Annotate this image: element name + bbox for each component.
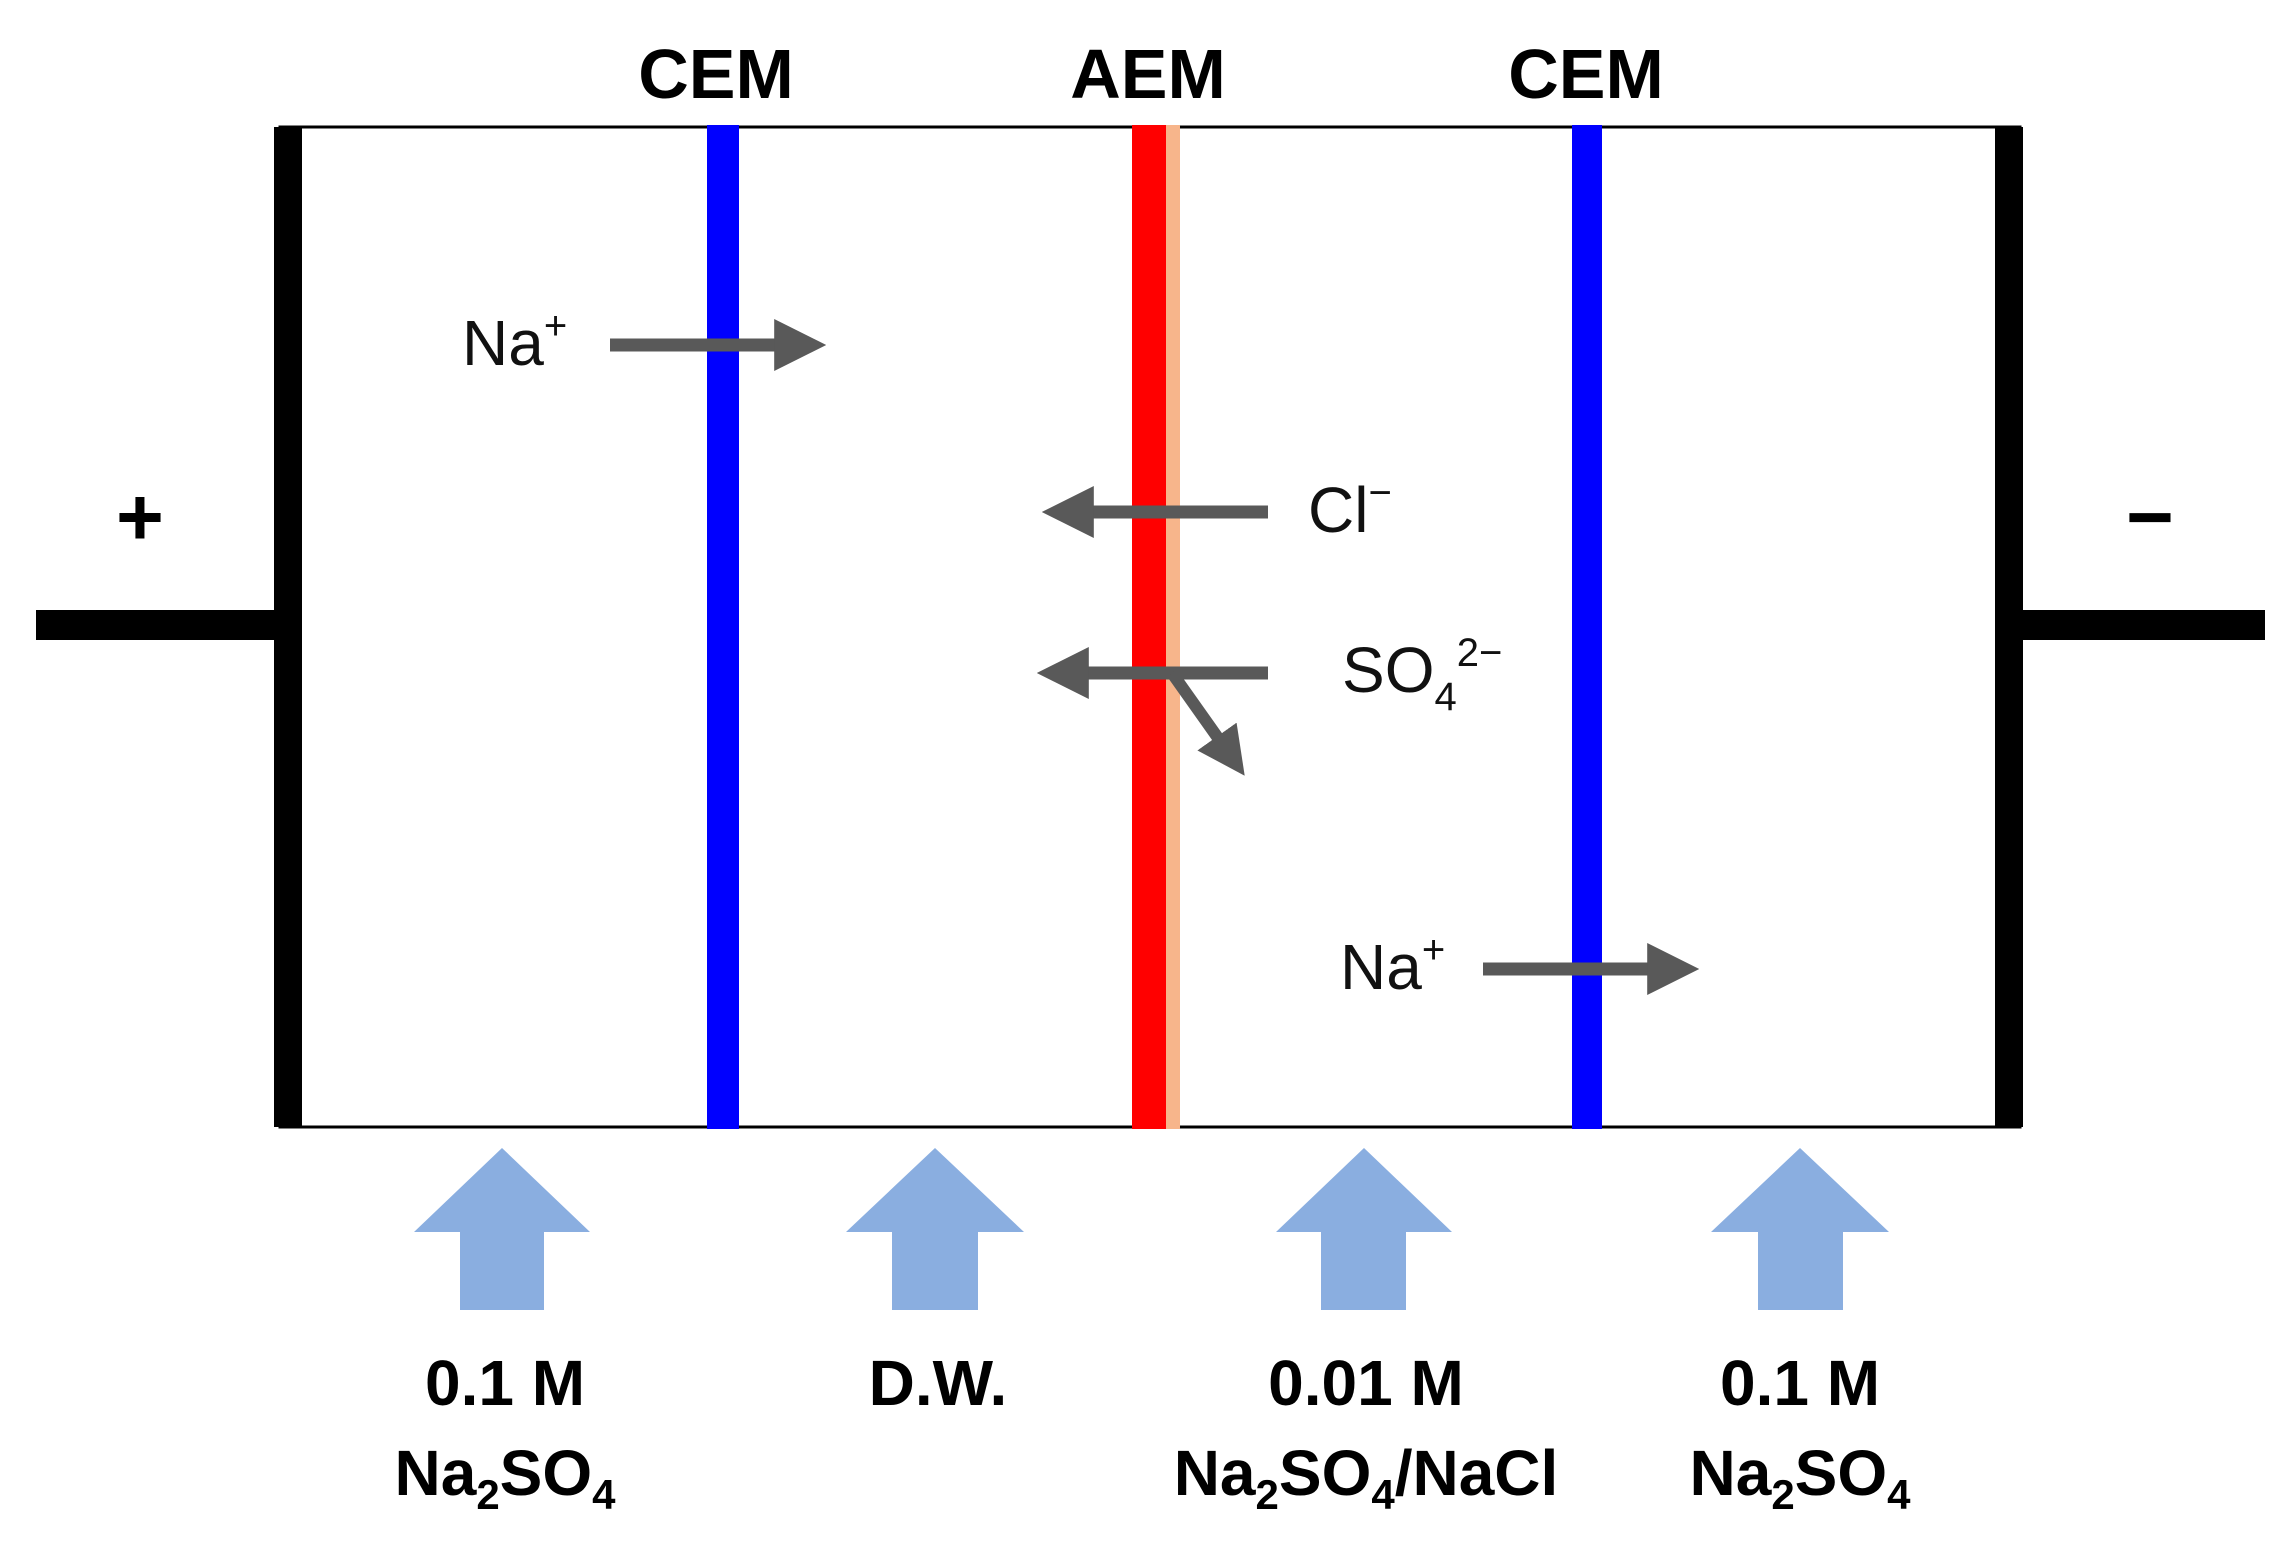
feed-4-solution: Na2SO4 [1690, 1437, 1912, 1518]
na-left-label: Na+ [462, 304, 567, 379]
cem-right-label: CEM [1508, 35, 1664, 113]
cem-left-label: CEM [638, 35, 794, 113]
aem-membrane-edge [1166, 125, 1180, 1129]
feed-2-solution: D.W. [869, 1347, 1008, 1419]
feed-1-solution: Na2SO4 [395, 1437, 617, 1518]
cem-left-membrane [707, 125, 739, 1129]
cem-right-membrane [1572, 125, 1602, 1129]
feed-3-solution: Na2SO4/NaCl [1174, 1437, 1559, 1518]
aem-membrane [1132, 125, 1166, 1129]
cl-label: Cl− [1308, 471, 1392, 546]
aem-label: AEM [1070, 35, 1226, 113]
cathode-sign: − [2126, 472, 2174, 563]
feed-1-concentration: 0.1 M [425, 1347, 585, 1419]
so4-deflected-arrow [1167, 669, 1245, 776]
feed-arrow-3 [1276, 1148, 1452, 1310]
feed-3-concentration: 0.01 M [1268, 1347, 1464, 1419]
na-right-label: Na+ [1340, 928, 1445, 1003]
anode-sign: + [116, 472, 164, 563]
so4-label: SO42− [1342, 631, 1502, 719]
feed-arrow-2 [846, 1148, 1024, 1310]
anode-lead [36, 610, 286, 640]
feed-arrow-1 [414, 1148, 590, 1310]
cathode-lead [2010, 610, 2265, 640]
feed-arrow-4 [1711, 1148, 1889, 1310]
feed-4-concentration: 0.1 M [1720, 1347, 1880, 1419]
